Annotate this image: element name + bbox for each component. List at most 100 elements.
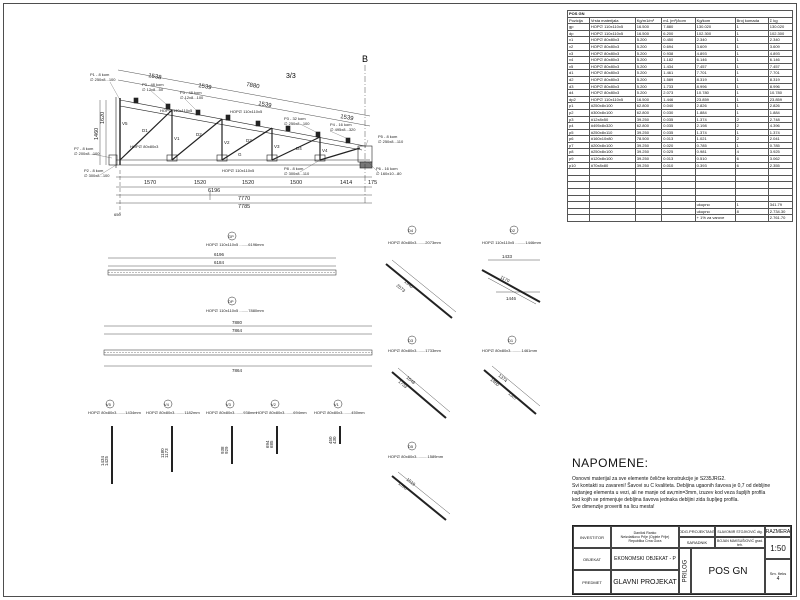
bom-cell: 6.146 [767,56,794,64]
detail-caption-d1: HOP∅ 80x80x3..........1461mm [482,348,538,353]
plate-tag-p4: P4 - 16 kom [330,122,352,127]
bom-cell: 3.609 [694,42,736,51]
bom-cell [694,168,736,176]
bom-cell: HOP∅ 110x110x5 [588,29,636,38]
bom-cell [661,168,696,176]
plate-text-p7: ∅ 200x8...100 [74,151,100,156]
bom-cell: 1.374 [694,115,736,124]
tb-investitor-value: Daniloš Ranko Neizdatšovo Prlje (Opjele … [611,526,679,548]
bom-cell [567,174,590,183]
bom-header: Kg/kom [694,16,736,25]
dim-bottom-9: 175 [368,180,377,186]
tb-objekat-value: EKONOMSKI OBJEKAT - P [611,548,679,570]
bom-cell: 102.300 [767,29,794,38]
plate-tag-p3c: P3 - 32 kom [284,116,306,121]
bom-cell: 5.200 [634,82,663,91]
bom-cell: d4 [567,89,590,97]
bom-cell: 2 [734,135,769,143]
dim-bottom-1: 1570 [144,180,156,186]
bom-summary-cell: 2.761.70 [767,214,794,222]
bom-summary-cell [567,201,590,209]
bom-cell [567,168,590,176]
detail-caption-v3: HOP∅ 80x80x3........938mm [206,410,257,415]
detail-caption-v4: HOP∅ 80x80x3.........1182mm [146,410,200,415]
bom-cell: 2.073 [661,89,696,97]
bom-cell [634,168,663,176]
bom-cell: 2.340 [694,36,736,44]
bom-header: m1 (m²)/kom [661,16,696,25]
bom-cell: #250x8x100 [588,102,636,110]
bom-cell: 1.374 [694,128,736,137]
bom-summary-cell [588,214,636,222]
bom-cell: 2.041 [767,135,794,143]
bom-cell: 1.461 [661,69,696,77]
bom-summary-cell [634,201,663,209]
tb-predmet-label: PREDMET [573,570,611,594]
detail-id-v3: V3 [226,402,232,407]
bom-cell: #200x8x100 [588,141,636,150]
bom-cell: 5.200 [634,42,663,51]
dim-top-4: 1539 [258,101,273,109]
bom-summary-cell [588,201,636,209]
plate-tag-p6: P6 - 16 kom [376,166,398,171]
bom-cell: 16.500 [634,95,663,104]
tag-v4: V4 [322,148,328,153]
bom-cell: 7.457 [694,62,736,71]
section-mark: 3/3 [286,73,296,80]
bom-cell: 0.785 [694,141,736,150]
bom-cell: 6 [734,155,769,163]
detail-dim-v3-2: 929 [224,446,229,454]
detail-id-v2: V2 [271,402,277,407]
detail-caption-d2: HOP∅ 110x110x5 .........1446mm [482,240,542,245]
bom-summary-cell: ukupno [694,201,736,209]
detail-dim-v3-1: 938 [220,446,225,454]
detail-id-v4: V4 [164,402,170,407]
bom-cell: v2 [567,42,590,51]
bom-cell: 1 [734,36,769,44]
detail-dim-v2-2: 685 [269,440,274,448]
plate-text-p8: ∅ 300x8...110 [284,171,310,176]
bom-cell [567,188,590,196]
bom-row-empty [567,174,794,183]
bom-cell [661,181,696,190]
bom-cell: HOP∅ 110x110x5 [588,23,636,31]
bom-cell [734,181,769,190]
bom-cell [767,181,794,190]
bom-cell: 1 [734,49,769,58]
bom-cell: p6 [567,135,590,143]
bom-cell: HOP∅ 80x80x3 [588,49,636,58]
detail-dim-v1-1: 450 [328,436,333,444]
title-block: INVESTITOR Daniloš Ranko Neizdatšovo Prl… [572,525,792,595]
bom-cell [767,168,794,176]
bom-cell: 4 [734,148,769,157]
bom-cell: 1 [734,42,769,51]
bom-cell [734,168,769,176]
bom-cell [567,194,590,203]
dim-height-1: 1460 [94,128,100,140]
bom-cell: d3 [567,82,590,91]
bom-summary-cell: 2.734.30 [767,207,794,216]
plate-tag-p3b: P3 - 48 kom [180,90,202,95]
bom-cell: 5.200 [634,36,663,44]
bom-cell: v1 [567,36,590,44]
bom-cell: 62.800 [634,102,663,110]
bom-cell: 39.250 [634,148,663,157]
bom-summary-cell [661,201,696,209]
bom-cell: HOP∅ 80x80x3 [588,89,636,97]
bom-cell [734,174,769,183]
member-details: GP HOP∅ 110x110x5 ........6196mm 6196 61… [88,225,542,521]
bom-cell: 10.780 [767,89,794,97]
bom-cell: 1 [734,23,769,31]
tag-d1: D1 [142,128,148,133]
bom-cell: 5.200 [634,49,663,58]
notes-line: Svi kontakti su zavareni! Šavovi su C kv… [572,483,771,489]
